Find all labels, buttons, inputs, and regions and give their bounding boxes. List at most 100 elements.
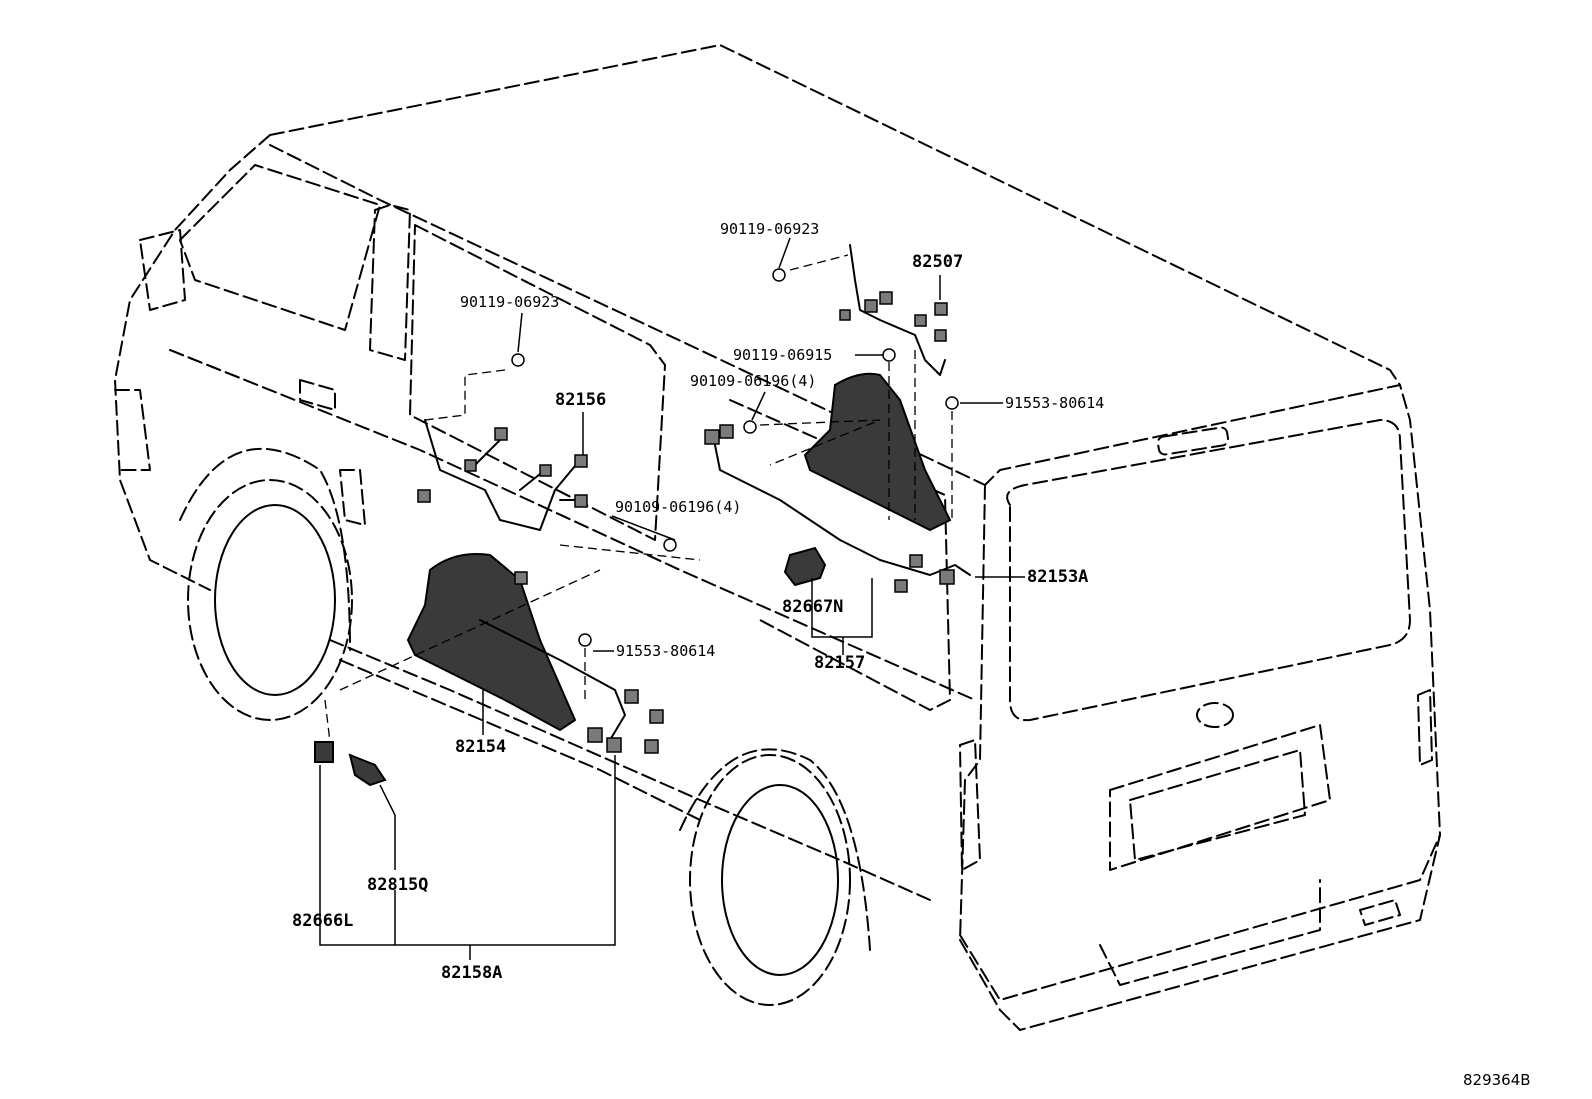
label-82153A: 82153A <box>1027 567 1088 587</box>
connector-82507-c[interactable] <box>934 302 948 316</box>
rear-bumper <box>959 834 1441 1001</box>
body-crease <box>169 349 246 381</box>
bolt-right-mid[interactable] <box>743 420 757 434</box>
label-82154: 82154 <box>455 737 506 757</box>
van-body <box>114 44 1441 1031</box>
diagram-code: 829364B <box>1463 1071 1531 1089</box>
label-90119-06915: 90119-06915 <box>733 346 832 364</box>
rear-tyre-outer <box>689 754 851 1006</box>
leader-lines <box>319 237 1025 960</box>
connector-82156-d[interactable] <box>574 454 588 468</box>
leader-bolt-top-right <box>778 237 791 269</box>
leader-82158A <box>319 755 616 946</box>
front-wheel <box>214 504 336 696</box>
connector-82154-b[interactable] <box>624 689 639 704</box>
rear-wheel-arch <box>679 748 871 951</box>
connector-82154-a[interactable] <box>514 571 528 585</box>
roof-outline <box>114 44 1401 591</box>
part-82815Q-shape[interactable] <box>348 753 387 787</box>
rear-body <box>959 384 1441 1031</box>
harness-82507[interactable] <box>849 244 946 376</box>
connector-82507-b[interactable] <box>879 291 893 305</box>
tail-lamp-right <box>1417 689 1433 766</box>
fuel-door <box>339 469 366 526</box>
bolt-right-top-dash <box>789 254 849 271</box>
bolt-right-mid-dash <box>759 419 881 466</box>
rear-side-window <box>729 399 951 711</box>
connector-82507-f[interactable] <box>839 309 851 321</box>
bolt-90119-06915[interactable] <box>882 348 896 362</box>
connector-82156-b[interactable] <box>464 459 477 472</box>
front-window <box>369 204 411 361</box>
label-82157: 82157 <box>814 653 865 673</box>
connector-82156-f[interactable] <box>417 489 431 503</box>
part-82666L-shape[interactable] <box>314 741 334 763</box>
connector-82154-e[interactable] <box>587 727 603 743</box>
connector-82667N[interactable] <box>783 546 827 587</box>
rear-window <box>1006 419 1411 722</box>
label-82158A: 82158A <box>441 963 502 983</box>
tail-lamp-left <box>959 739 981 871</box>
connector-82153A-e[interactable] <box>909 554 923 568</box>
high-stop-lamp <box>1156 426 1230 456</box>
connector-82507-a[interactable] <box>864 299 878 313</box>
connector-82507-e[interactable] <box>934 329 947 342</box>
connector-82156-c[interactable] <box>539 464 552 477</box>
label-82507: 82507 <box>912 252 963 272</box>
windshield <box>179 164 381 331</box>
panel-82153A[interactable] <box>803 372 952 532</box>
label-82815Q: 82815Q <box>367 875 428 895</box>
label-bolt-left: 90119-06923 <box>460 293 559 311</box>
rocker-line <box>339 659 701 821</box>
exhaust <box>1359 899 1401 926</box>
label-90109-left: 90109-06196(4) <box>615 498 741 516</box>
connector-82153A-c[interactable] <box>894 579 908 593</box>
connector-82154-c[interactable] <box>649 709 664 724</box>
side-panel-upper <box>169 349 976 701</box>
harness-82153A[interactable] <box>714 444 971 576</box>
connector-82153A-b[interactable] <box>719 424 734 439</box>
clip-right[interactable] <box>945 396 959 410</box>
parts <box>314 244 971 787</box>
door-handle <box>299 379 336 411</box>
bolt-right-top[interactable] <box>772 268 786 282</box>
rear-wheel <box>721 784 839 976</box>
connector-82154-d[interactable] <box>644 739 659 754</box>
front-wheel-arch <box>179 447 351 651</box>
connector-82156-e[interactable] <box>574 494 588 508</box>
rear-emblem <box>1196 702 1234 728</box>
front-tyre-outer <box>187 479 353 721</box>
leader-90109-left <box>611 515 676 541</box>
leader-bolt-left <box>517 312 523 353</box>
panel-82154[interactable] <box>406 553 577 732</box>
bolt-left-leader-dash <box>424 369 506 421</box>
label-82667N: 82667N <box>782 597 843 617</box>
cab-front-lower <box>114 389 151 471</box>
side-window <box>409 224 666 541</box>
clip-left[interactable] <box>578 633 592 647</box>
connector-82153A-d[interactable] <box>939 569 955 585</box>
label-82156: 82156 <box>555 390 606 410</box>
harness-82154[interactable] <box>479 619 626 741</box>
bolt-left-top[interactable] <box>511 353 525 367</box>
connector-82156-a[interactable] <box>494 427 508 441</box>
connector-82153A-a[interactable] <box>704 429 720 445</box>
leader-82157 <box>811 578 873 638</box>
connector-82507-d[interactable] <box>914 314 927 327</box>
bolt-left-mid[interactable] <box>663 538 677 552</box>
side-mirror <box>139 229 186 311</box>
license-plate-inner <box>1129 749 1306 861</box>
license-plate-area <box>1109 724 1331 871</box>
side-panel-lower <box>329 639 931 901</box>
label-clip-right: 91553-80614 <box>1005 394 1104 412</box>
parts-connect-dash <box>324 544 701 743</box>
leader-90109-right <box>751 391 766 421</box>
label-clip-left: 91553-80614 <box>616 642 715 660</box>
labels: 90119-06923 82507 90119-06915 90109-0619… <box>292 220 1531 1089</box>
label-90109-right: 90109-06196(4) <box>690 372 816 390</box>
label-82666L: 82666L <box>292 911 353 931</box>
leader-82815Q <box>379 784 396 816</box>
harness-82156[interactable] <box>424 419 581 531</box>
connector-82154-f[interactable] <box>606 737 622 753</box>
